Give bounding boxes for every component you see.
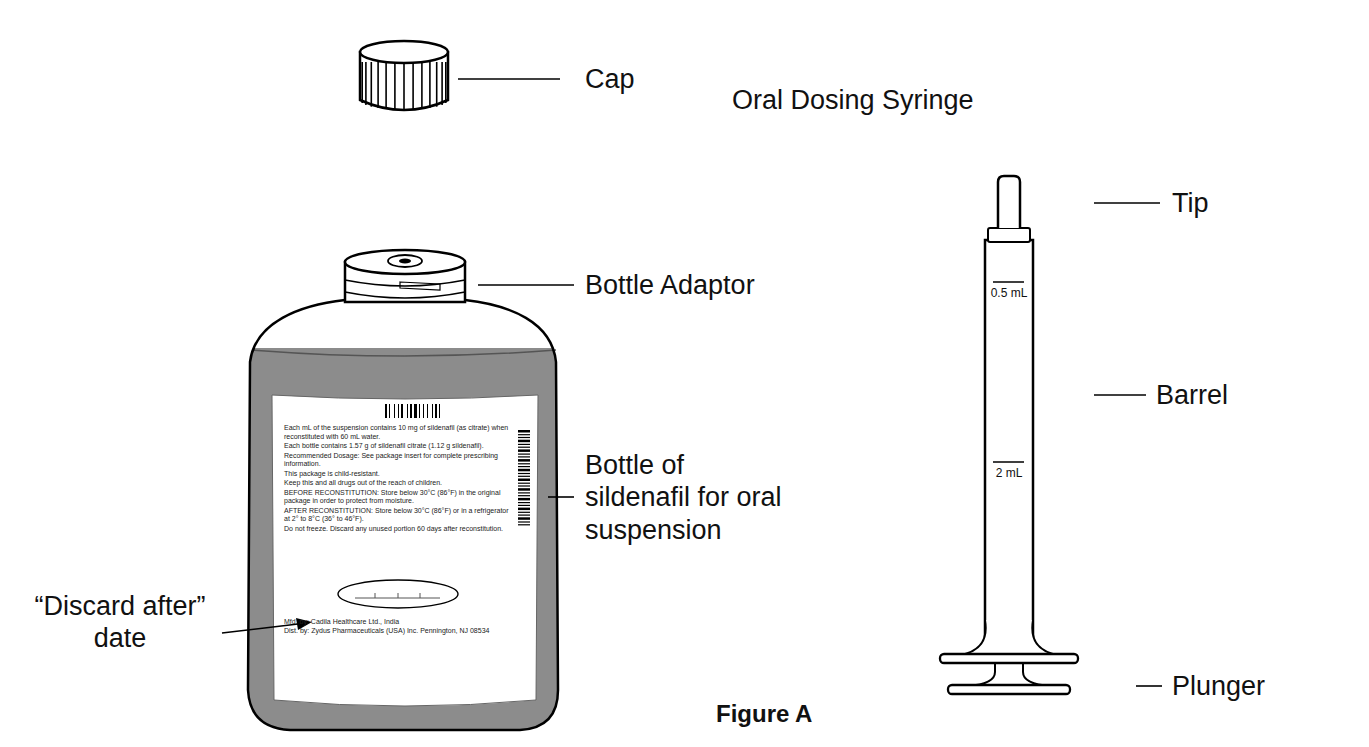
bottle-label-text: Each mL of the suspension contains 10 mg…: [284, 424, 510, 533]
part-label: Barrel: [1156, 379, 1228, 411]
leader-lines: [222, 79, 1162, 686]
figure-caption: Figure A: [716, 700, 812, 729]
part-label: “Discard after” date: [25, 590, 215, 655]
label-fine-print: Do not freeze. Discard any unused portio…: [284, 525, 510, 534]
part-label: Tip: [1172, 187, 1209, 219]
bottle-label-text: Mfd. by: Cadila Healthcare Ltd., IndiaDi…: [284, 618, 510, 635]
cap-drawing: [360, 41, 448, 110]
label-fine-print: Dist. by: Zydus Pharmaceuticals (USA) In…: [284, 627, 510, 636]
part-label: Cap: [585, 63, 635, 95]
label-fine-print: AFTER RECONSTITUTION: Store below 30°C (…: [284, 507, 510, 524]
label-fine-print: Keep this and all drugs out of the reach…: [284, 479, 510, 488]
syringe-drawing: [940, 176, 1078, 694]
scale-mark: 2 mL: [979, 466, 1039, 480]
scale-mark: 0.5 mL: [979, 286, 1039, 300]
part-label: Bottle of sildenafil for oral suspension: [585, 449, 789, 546]
label-fine-print: This package is child-resistant.: [284, 470, 510, 479]
label-fine-print: Each bottle contains 1.57 g of sildenafi…: [284, 442, 510, 451]
part-label: Oral Dosing Syringe: [732, 84, 974, 116]
label-fine-print: Each mL of the suspension contains 10 mg…: [284, 424, 510, 441]
part-label: Bottle Adaptor: [585, 269, 755, 301]
label-fine-print: BEFORE RECONSTITUTION: Store below 30°C …: [284, 489, 510, 506]
part-label: Plunger: [1172, 670, 1265, 702]
label-fine-print: Mfd. by: Cadila Healthcare Ltd., India: [284, 618, 510, 627]
label-fine-print: Recommended Dosage: See package insert f…: [284, 452, 510, 469]
date-ellipse: [338, 580, 458, 608]
bottle-drawing: [230, 250, 580, 747]
